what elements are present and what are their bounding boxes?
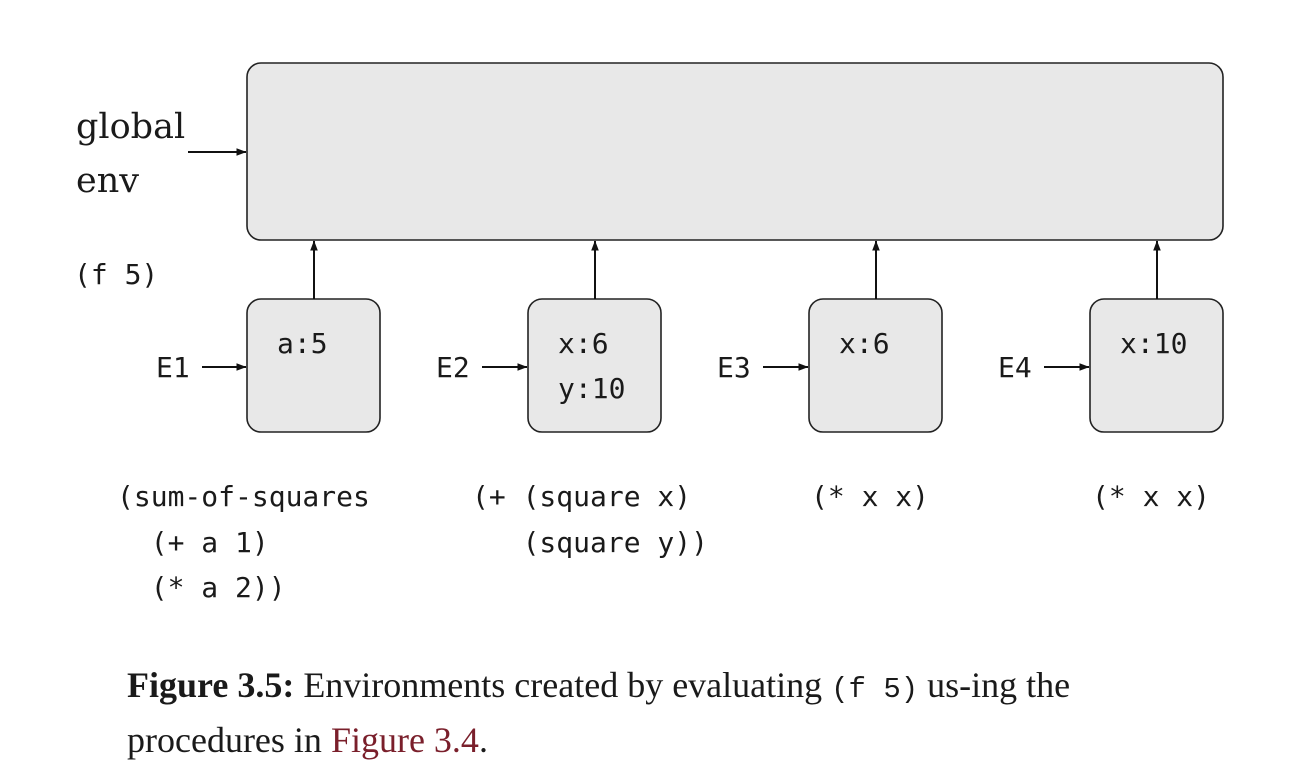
frame-e4-binding-x: x:10 — [1120, 327, 1187, 360]
frame-e3-name: E3 — [717, 351, 751, 384]
frame-e1-binding-a: a:5 — [277, 327, 328, 360]
frame-e3-binding-x: x:6 — [839, 327, 890, 360]
global-env-label-line1: global — [76, 107, 185, 147]
frame-e2-body-line2: (square y)) — [472, 526, 708, 559]
frame-e1-body-line2: (+ a 1) — [117, 526, 269, 559]
call-label: (f 5) — [74, 258, 158, 291]
global-env-box — [246, 62, 1224, 241]
figure-label: Figure 3.5: — [127, 665, 295, 705]
caption-code: (f 5) — [831, 673, 919, 706]
frame-e3-body-line1: (* x x) — [811, 480, 929, 513]
global-env-label-line2: env — [76, 161, 139, 201]
frame-e1-body-line3: (* a 2)) — [117, 571, 286, 604]
caption-text-after: us-ing the procedures in — [127, 665, 1071, 760]
frame-e1-body-line1: (sum-of-squares — [117, 480, 370, 513]
caption-text-before: Environments created by evaluating — [294, 665, 832, 705]
frame-e1-box — [246, 298, 381, 433]
frame-e2-binding-x: x:6 — [558, 327, 609, 360]
frame-e4-box — [1089, 298, 1224, 433]
frame-e3-box — [808, 298, 943, 433]
caption-end: . — [478, 720, 488, 760]
frame-e1-name: E1 — [156, 351, 190, 384]
frame-e2-name: E2 — [436, 351, 470, 384]
frame-e4-name: E4 — [998, 351, 1032, 384]
figure-caption: Figure 3.5: Environments created by eval… — [127, 660, 1197, 765]
frame-e4-body-line1: (* x x) — [1092, 480, 1210, 513]
frame-e2-body-line1: (+ (square x) — [472, 480, 691, 513]
frame-e2-box — [527, 298, 662, 433]
frame-e2-binding-y: y:10 — [558, 372, 625, 405]
figure-link[interactable]: Figure 3.4 — [330, 720, 479, 760]
